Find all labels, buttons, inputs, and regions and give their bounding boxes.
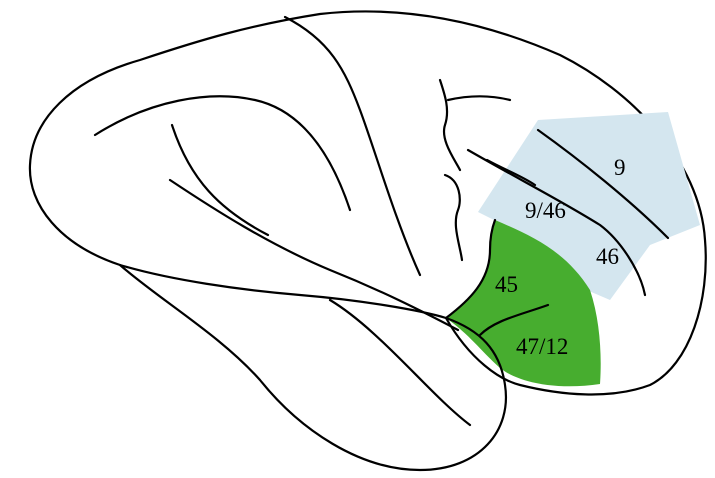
area-45-label: 45 xyxy=(495,272,518,297)
dorsolateral-region xyxy=(478,112,700,300)
temporal-lobe-outline xyxy=(118,263,508,472)
arcuate-sulcus-upper xyxy=(446,95,512,102)
precentral-sulcus xyxy=(438,78,462,172)
arcuate-sulcus-lower xyxy=(443,173,464,262)
superior-temporal-sulcus xyxy=(328,298,472,427)
area-9-46-label: 9/46 xyxy=(525,198,566,223)
area-46-label: 46 xyxy=(596,244,619,269)
principal-sulcus xyxy=(466,148,647,297)
intraparietal-sulcus xyxy=(93,95,352,212)
ventrolateral-boundary xyxy=(444,218,497,320)
central-sulcus xyxy=(283,15,422,277)
area-45-47-boundary xyxy=(478,303,550,337)
ventrolateral-region xyxy=(446,220,601,387)
sylvian-fissure xyxy=(168,178,460,332)
superior-frontal-sulcus xyxy=(536,128,670,240)
short-frontal-sulcus xyxy=(485,158,537,187)
area-47-12-label: 47/12 xyxy=(516,334,568,359)
area-9-label: 9 xyxy=(614,155,626,180)
temporal-sulcus-inner xyxy=(170,123,270,237)
